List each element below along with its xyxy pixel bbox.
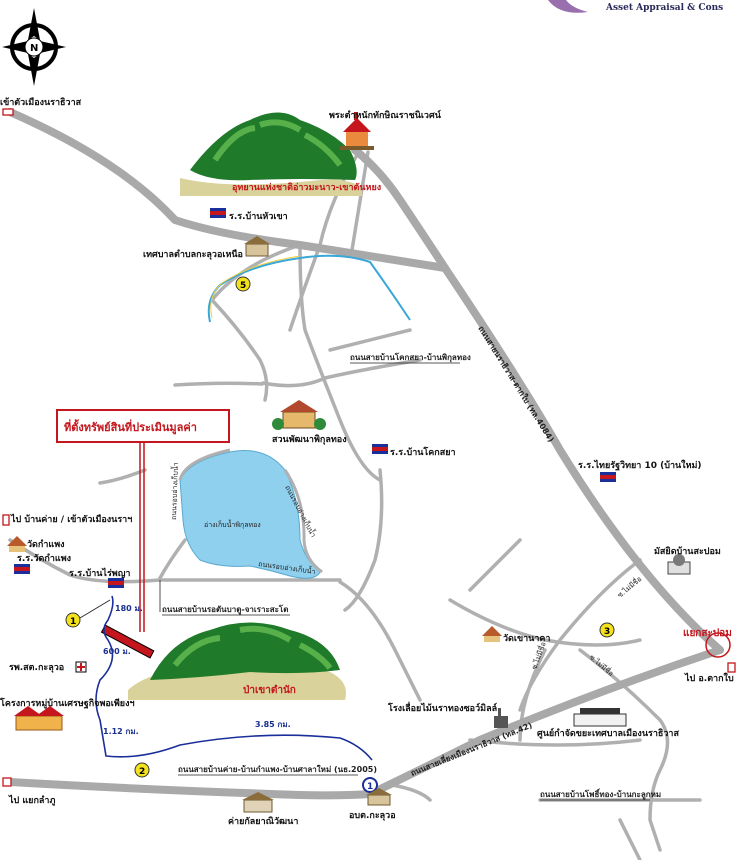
distance-385-label: 3.85 กม.: [255, 720, 291, 729]
route-line: [95, 595, 373, 761]
road-label-koksaya: ถนนสายบ้านโคกสยา-บ้านพิกุลทอง: [350, 352, 471, 363]
sawmill-label: โรงเลื่อยไม้นราทองซอว์มิลล์: [387, 701, 497, 714]
road-label-reservoir-west: ถนนรอบอ่างเก็บน้ำ: [167, 462, 180, 520]
subject-property-callout: [56, 409, 230, 632]
park-label: สวนพัฒนาพิกุลทอง: [272, 434, 347, 445]
marker-1b-label: 1: [367, 782, 373, 792]
to-bankhai-label: ไป บ้านค่าย / เข้าตัวเมืองนราฯ: [10, 513, 132, 525]
marker-1-label: 1: [70, 617, 76, 627]
company-logo: Asset Appraisal & Cons: [548, 0, 723, 13]
subject-property-label: ที่ตั้งทรัพย์สินที่ประเมินมูลค่า: [64, 419, 197, 435]
distance-180-label: 180 ม.: [115, 604, 143, 613]
school-icon-huakhao: [210, 208, 226, 218]
lane-c-label: ซ.ไม่มีชื่อ: [588, 653, 616, 678]
temple-icon-kamphaeng: [7, 536, 27, 552]
wat-kamphaeng-label: วัดกำแพง: [27, 539, 65, 550]
reservoir-label: อ่างเก็บน้ำพิกุลทอง: [204, 518, 261, 529]
project-village-label: โครงการหมู่บ้านเศรษฐกิจพอเพียงฯ: [0, 697, 135, 709]
junction-sapom-icon: [705, 632, 731, 658]
school-koksaya-label: ร.ร.บ้านโคกสยา: [390, 446, 456, 458]
to-lamphu-label: ไป แยกลำภู: [8, 794, 55, 806]
municipality-building-icon: [244, 236, 270, 257]
marker-3-label: 3: [604, 627, 610, 637]
main-roads: [6, 108, 724, 800]
road-label-raiphaya: ถนนสายบ้านรอตันบาตู-จาเราะสะโต: [162, 604, 288, 615]
forest-south-icon: [128, 622, 346, 700]
school-raiphaya-label: ร.ร.บ้านไร่พญา: [69, 567, 130, 579]
marker-1-icon: [65, 612, 81, 628]
municipality-north-label: เทศบาลตำบลกะลุวอเหนือ: [143, 248, 243, 260]
lane-b-label: ซ.ไม่มีชื่อ: [529, 641, 547, 671]
school-huakhao-label: ร.ร.บ้านหัวเขา: [229, 211, 288, 222]
hospital-label: รพ.สต.กะลุวอ: [9, 663, 64, 673]
company-text: Asset Appraisal & Cons: [605, 3, 723, 13]
school-icon-raiphaya: [108, 578, 124, 588]
sawmill-icon: [494, 708, 508, 728]
road-label-bankhai-kamphaeng: ถนนสายบ้านค่าย-บ้านกำแพง-บ้านศาลาใหม่ (น…: [178, 764, 377, 774]
marker-2-icon: [134, 762, 150, 778]
road-label-4084: ถนนสายนราธิวาส-ตากใบ (ทล.4084): [476, 324, 556, 444]
mountain-north-icon: [180, 112, 362, 196]
camp-label: ค่ายกัลยาณิวัฒนา: [228, 816, 298, 827]
mosque-label: มัสยิดบ้านสะปอม: [654, 546, 721, 557]
marker-5-label: 5: [240, 281, 246, 291]
mountain-north-label: อุทยานแห่งชาติอ่าวมะนาว-เขาตันหยง: [232, 182, 381, 193]
village-icon: [14, 706, 64, 731]
to-takbai-label: ไป อ.ตากใบ: [684, 672, 734, 684]
school-icon-wat-kamphaeng: [14, 564, 30, 574]
marker-1b-icon: [362, 777, 378, 793]
to-narathiwat-label: เข้าตัวเมืองนราธิวาส: [0, 96, 82, 108]
center-municipality-label: ศูนย์กำจัดขยะเทศบาลเมืองนราธิวาส: [537, 727, 679, 739]
center-building-icon: [573, 708, 627, 727]
marker-2-label: 2: [139, 767, 145, 777]
camp-building-icon: [242, 792, 274, 813]
wat-khaonakha-label: วัดเขานาคา: [503, 633, 550, 644]
mosque-icon: [667, 554, 691, 575]
reservoir: อ่างเก็บน้ำพิกุลทอง ถนนรอบอ่างเก็บน้ำ ถน…: [167, 448, 323, 579]
park-icon: [272, 400, 326, 430]
distance-600-label: 600 ม.: [103, 647, 131, 656]
palace-label: พระตำหนักทักษิณราชนิเวศน์: [329, 109, 442, 121]
minor-roads: [8, 148, 702, 860]
compass-letter: N: [30, 43, 38, 54]
temple-icon-khaonakha: [482, 626, 502, 642]
obt-building-icon: [366, 788, 392, 806]
school-thairat-label: ร.ร.ไทยรัฐวิทยา 10 (บ้านใหม่): [578, 459, 702, 471]
marker-3-icon: [599, 622, 615, 638]
forest-south-label: ป่าเขาตำนัก: [243, 684, 296, 696]
school-wat-kamphaeng-label: ร.ร.วัดกำแพง: [17, 553, 71, 564]
road-label-right-bottom: ถนนสายบ้านโพธิ์ทอง-บ้านกะลูกหม: [540, 788, 661, 800]
distance-112-label: 1.12 กม.: [103, 727, 139, 736]
road-label-42: ถนนสายเลี่ยงเมืองนราธิวาส (ทล.42): [409, 719, 534, 778]
school-icon-koksaya: [372, 444, 388, 454]
hospital-icon: [75, 661, 87, 673]
palace-icon: [340, 112, 374, 150]
marker-5-icon: [235, 276, 251, 292]
obt-label: อบต.กะลุวอ: [349, 811, 396, 821]
compass-icon: N: [2, 8, 66, 86]
junction-sapom-label: แยกสะปอม: [683, 627, 732, 639]
school-icon-thairat: [600, 472, 616, 482]
